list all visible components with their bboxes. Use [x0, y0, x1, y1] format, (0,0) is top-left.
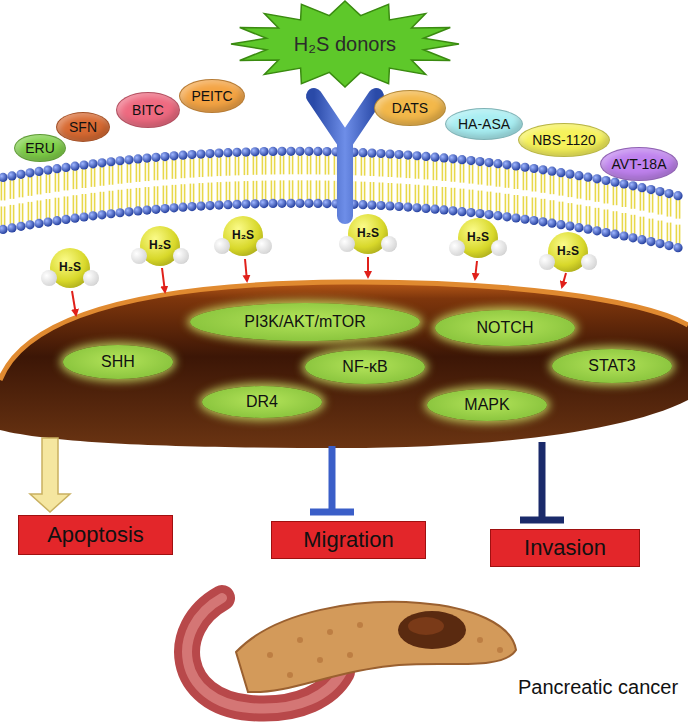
node-text: H₂S donors	[294, 33, 396, 56]
h2s-molecule: H₂S	[348, 214, 388, 254]
pathway-oval: MAPK	[427, 389, 547, 421]
figure-label: Pancreatic cancer	[518, 676, 678, 699]
node-text: H₂S	[59, 261, 81, 275]
pathway-oval: SHH	[63, 345, 173, 379]
node-text: Invasion	[524, 535, 606, 560]
outcome-box: Apoptosis	[18, 515, 173, 555]
hydrogen-atom	[131, 248, 147, 264]
donor-label: PEITC	[179, 79, 245, 113]
pathway-oval: NOTCH	[435, 310, 575, 346]
node-text: DR4	[246, 393, 278, 411]
donor-label: AVT-18A	[600, 147, 678, 181]
pathway-oval: DR4	[202, 386, 322, 418]
node-text: H₂S	[232, 229, 254, 243]
h2s-molecule: H₂S	[223, 216, 263, 256]
h2s-molecule: H₂S	[50, 248, 90, 288]
donor-label: DATS	[374, 90, 446, 126]
hydrogen-atom	[581, 254, 597, 270]
donor-label: SFN	[56, 112, 110, 142]
migration-inhibit	[310, 446, 354, 512]
outcome-box: Invasion	[490, 529, 640, 567]
hydrogen-atom	[491, 240, 507, 256]
node-text: BITC	[132, 102, 164, 118]
hydrogen-atom	[449, 240, 465, 256]
node-text: STAT3	[588, 357, 635, 375]
hydrogen-atom	[173, 248, 189, 264]
node-text: H₂S	[149, 239, 171, 253]
node-text: AVT-18A	[612, 156, 667, 172]
node-text: H₂S	[467, 231, 489, 245]
hydrogen-atom	[256, 238, 272, 254]
cell-body	[0, 282, 688, 448]
node-text: NF-κB	[342, 358, 387, 376]
hydrogen-atom	[41, 270, 57, 286]
pathway-oval: NF-κB	[305, 350, 425, 384]
invasion-inhibit	[520, 442, 564, 520]
node-text: Apoptosis	[47, 522, 144, 547]
outcome-box: Migration	[271, 521, 426, 559]
hydrogen-atom	[339, 236, 355, 252]
node-text: HA-ASA	[458, 116, 510, 132]
donor-label: HA-ASA	[445, 108, 523, 140]
hydrogen-atom	[83, 270, 99, 286]
node-text: Migration	[303, 527, 393, 552]
node-text: MAPK	[464, 396, 509, 414]
hydrogen-atom	[539, 254, 555, 270]
node-text: SFN	[69, 119, 97, 135]
donor-label: NBS-1120	[518, 123, 610, 157]
donor-label: ERU	[14, 134, 66, 162]
node-text: DATS	[392, 100, 428, 116]
node-text: SHH	[101, 353, 135, 371]
node-text: PEITC	[191, 88, 232, 104]
node-text: H₂S	[557, 245, 579, 259]
node-text: PI3K/AKT/mTOR	[244, 313, 366, 331]
h2s-molecule: H₂S	[140, 226, 180, 266]
h2s-molecule: H₂S	[458, 218, 498, 258]
node-text: NOTCH	[477, 319, 534, 337]
pathway-oval: PI3K/AKT/mTOR	[190, 303, 420, 341]
receptor-symbol	[314, 96, 376, 216]
pancreas-illustration	[187, 598, 516, 709]
node-text: ERU	[25, 140, 55, 156]
hydrogen-atom	[381, 236, 397, 252]
pathway-oval: STAT3	[552, 349, 672, 383]
apoptosis-arrow	[30, 438, 70, 512]
h2s-molecule: H₂S	[548, 232, 588, 272]
node-text: NBS-1120	[532, 132, 596, 148]
donor-starburst: H₂S donors	[229, 0, 461, 89]
donor-label: BITC	[116, 92, 180, 128]
hydrogen-atom	[214, 238, 230, 254]
node-text: H₂S	[357, 227, 379, 241]
